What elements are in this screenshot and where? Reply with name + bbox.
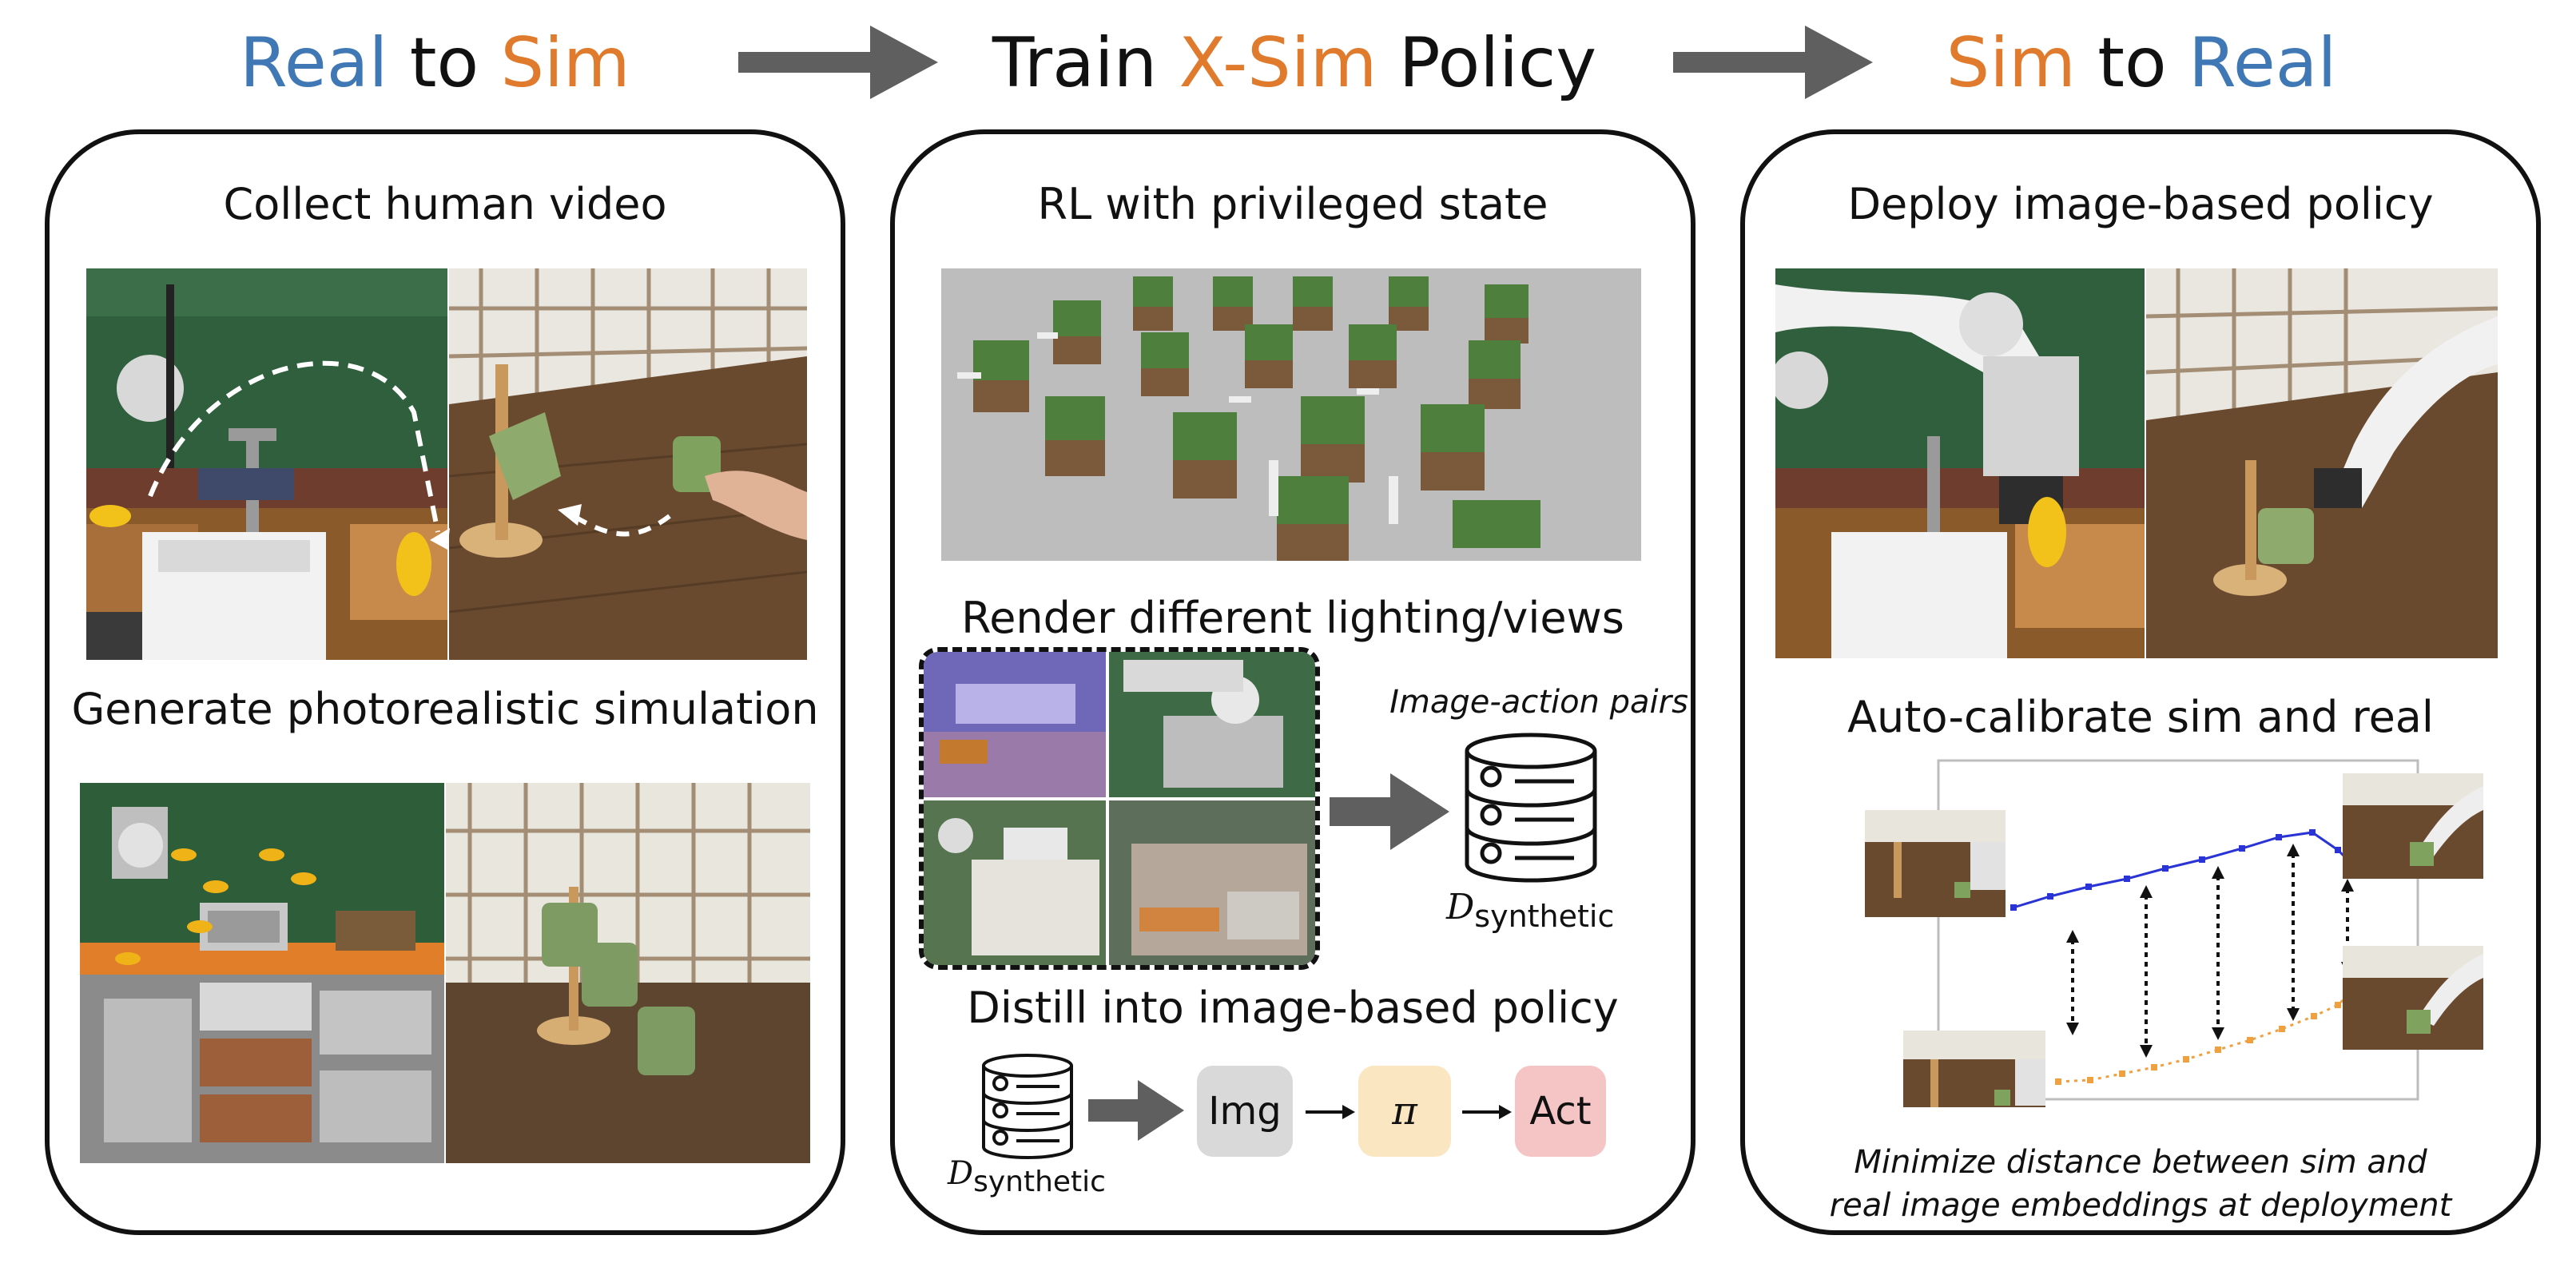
pi-label: π <box>1392 1089 1417 1134</box>
small-arrow-icon <box>1462 1105 1512 1119</box>
rl-privileged-state-title: RL with privileged state <box>1037 179 1548 229</box>
act-label: Act <box>1529 1089 1592 1134</box>
sim-kitchen-render <box>80 783 444 1163</box>
dataset-symbol: D <box>948 1155 974 1192</box>
calibration-caption-line2: real image embeddings at deployment <box>1829 1187 2452 1224</box>
dataset-subscript: synthetic <box>1474 898 1615 934</box>
thumbnail-real-end <box>2343 946 2483 1050</box>
auto-calibrate-title: Auto-calibrate sim and real <box>1847 692 2434 742</box>
generate-simulation-title: Generate photorealistic simulation <box>71 684 819 734</box>
human-motion-dashed-arrows <box>148 360 671 550</box>
header-sim-word: Sim <box>1946 23 2076 103</box>
small-arrow-icon <box>1306 1105 1355 1119</box>
dataset-label-small: Dsynthetic <box>948 1155 1106 1198</box>
dataset-label: Dsynthetic <box>1446 887 1614 934</box>
header-policy-word: Policy <box>1398 23 1597 103</box>
header-to-word: to <box>409 23 479 103</box>
deploy-policy-title: Deploy image-based policy <box>1847 179 2434 229</box>
dataset-symbol: D <box>1446 887 1475 927</box>
thumbnail-sim-end <box>2343 773 2483 879</box>
arrow-right-icon <box>1330 773 1449 850</box>
calibration-embedding-plot <box>1865 759 2483 1107</box>
thumbnail-sim-start <box>1865 810 2006 917</box>
sim-mug-tree-render <box>446 783 810 1163</box>
header-train-word: Train <box>992 23 1158 103</box>
img-box: Img <box>1197 1066 1293 1157</box>
header-xsim-word: X-Sim <box>1179 23 1377 103</box>
img-label: Img <box>1208 1089 1282 1134</box>
action-box: Act <box>1515 1066 1606 1157</box>
dataset-subscript: synthetic <box>973 1166 1106 1198</box>
arrow-right-icon <box>738 26 938 99</box>
header-real-word: Real <box>2188 23 2337 103</box>
parallel-rl-envs-render <box>941 268 1641 561</box>
robot-deploy-mug-photo <box>2146 268 2498 658</box>
robot-deploy-kitchen-photo <box>1775 268 2145 658</box>
header-to-word: to <box>2097 23 2167 103</box>
human-video-mug-photo <box>449 268 807 660</box>
database-icon <box>1465 733 1597 883</box>
image-action-pairs-caption: Image-action pairs <box>1389 684 1688 721</box>
database-icon <box>982 1054 1073 1159</box>
collect-human-video-title: Collect human video <box>223 179 667 229</box>
render-lighting-views-title: Render different lighting/views <box>961 593 1624 643</box>
header-train-xsim-policy: Train X-Sim Policy <box>975 19 1614 107</box>
arrow-right-icon <box>1088 1080 1184 1141</box>
policy-pi-box: π <box>1358 1066 1451 1157</box>
rendered-views-grid <box>919 647 1320 970</box>
arrow-right-icon <box>1673 26 1873 99</box>
calibration-caption-line1: Minimize distance between sim and <box>1854 1144 2427 1181</box>
thumbnail-real-start <box>1903 1031 2045 1107</box>
header-real-to-sim: Real to Sim <box>240 19 630 107</box>
header-real-word: Real <box>240 23 388 103</box>
header-sim-to-real: Sim to Real <box>1942 19 2341 107</box>
header-sim-word: Sim <box>500 23 630 103</box>
human-video-kitchen-photo <box>86 268 447 660</box>
distill-policy-title: Distill into image-based policy <box>967 983 1619 1033</box>
